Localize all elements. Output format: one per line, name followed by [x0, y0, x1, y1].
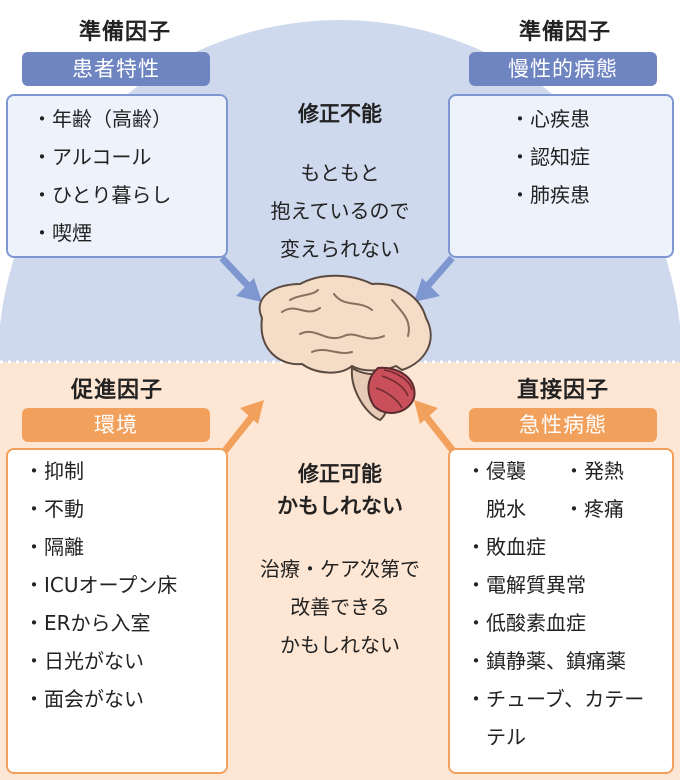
- list-item: ・認知症: [510, 145, 590, 169]
- brain-icon: [258, 274, 432, 422]
- list-chronic-conditions: ・心疾患 ・認知症 ・肺疾患: [510, 100, 672, 214]
- description-line: かもしれない: [280, 633, 400, 657]
- list-environment: ・抑制 ・不動 ・隔離 ・ICUオープン床 ・ERから入室 ・日光がない ・面会…: [24, 452, 226, 718]
- box-patient-traits: ・年齢（高齢） ・アルコール ・ひとり暮らし ・喫煙: [6, 94, 228, 258]
- arrow-bottom-right: [414, 400, 457, 455]
- list-item: ・不動: [24, 497, 84, 521]
- list-item: ・電解質異常: [466, 573, 586, 597]
- unmodifiable-title: 修正不能: [298, 102, 382, 126]
- title-line: 修正可能: [298, 462, 382, 486]
- list-item: ・鎮静薬、鎮痛薬: [466, 649, 626, 673]
- arrow-top-left: [219, 255, 262, 302]
- description-line: 治療・ケア次第で: [260, 557, 420, 581]
- description-line: 改善できる: [290, 595, 390, 619]
- list-item: ・ICUオープン床: [24, 573, 178, 597]
- list-item: ・アルコール: [32, 145, 152, 169]
- list-item: ・隔離: [24, 535, 84, 559]
- description-line: 抱えているので: [270, 199, 410, 223]
- pill-acute-conditions: 急性病態: [469, 408, 657, 442]
- list-item: ・日光がない: [24, 649, 144, 673]
- category-label-bottom-left: 促進因子: [70, 378, 163, 403]
- list-item: ・ひとり暮らし: [32, 183, 172, 207]
- arrow-top-right: [414, 255, 455, 302]
- list-item: テル: [466, 725, 526, 749]
- list-acute-conditions: ・侵襲 ・発熱 脱水 ・疼痛 ・敗血症 ・電解質異常 ・低酸素血症 ・鎮静薬、鎮痛薬…: [466, 452, 672, 756]
- list-item: ・抑制: [24, 459, 84, 483]
- modifiable-title: 修正可能 かもしれない: [230, 458, 450, 522]
- list-item: ・敗血症: [466, 535, 546, 559]
- category-label-top-right: 準備因子: [518, 20, 611, 45]
- box-environment: ・抑制 ・不動 ・隔離 ・ICUオープン床 ・ERから入室 ・日光がない ・面会…: [6, 448, 228, 774]
- list-item: ・肺疾患: [510, 183, 590, 207]
- box-chronic-conditions: ・心疾患 ・認知症 ・肺疾患: [448, 94, 674, 258]
- box-acute-conditions: ・侵襲 ・発熱 脱水 ・疼痛 ・敗血症 ・電解質異常 ・低酸素血症 ・鎮静薬、鎮痛薬…: [448, 448, 674, 774]
- description-line: もともと: [300, 161, 380, 185]
- list-item-part: 脱水: [466, 497, 526, 521]
- list-item: 脱水 ・疼痛: [466, 490, 672, 528]
- list-item: ・心疾患: [510, 107, 590, 131]
- list-item: ・チューブ、カテー: [466, 687, 645, 711]
- category-label-bottom-right: 直接因子: [516, 378, 609, 403]
- pill-chronic-conditions: 慢性的病態: [469, 52, 657, 86]
- modifiable-description: 治療・ケア次第で 改善できる かもしれない: [224, 550, 456, 664]
- pill-environment: 環境: [22, 408, 210, 442]
- list-item: ・低酸素血症: [466, 611, 586, 635]
- list-item: ・年齢（高齢）: [32, 107, 172, 131]
- list-item-part: ・疼痛: [564, 497, 624, 521]
- unmodifiable-description: もともと 抱えているので 変えられない: [220, 154, 460, 268]
- pill-patient-traits: 患者特性: [22, 52, 210, 86]
- list-item: ・面会がない: [24, 687, 144, 711]
- list-item-part: ・発熱: [564, 459, 624, 483]
- list-patient-traits: ・年齢（高齢） ・アルコール ・ひとり暮らし ・喫煙: [32, 100, 226, 252]
- list-item: ・侵襲 ・発熱: [466, 452, 672, 490]
- list-item: ・喫煙: [32, 221, 92, 245]
- arrow-bottom-left: [221, 400, 264, 455]
- list-item: ・ERから入室: [24, 611, 151, 635]
- title-line: かもしれない: [277, 494, 403, 518]
- list-item-part: ・侵襲: [466, 459, 526, 483]
- description-line: 変えられない: [280, 237, 400, 261]
- category-label-top-left: 準備因子: [78, 20, 171, 45]
